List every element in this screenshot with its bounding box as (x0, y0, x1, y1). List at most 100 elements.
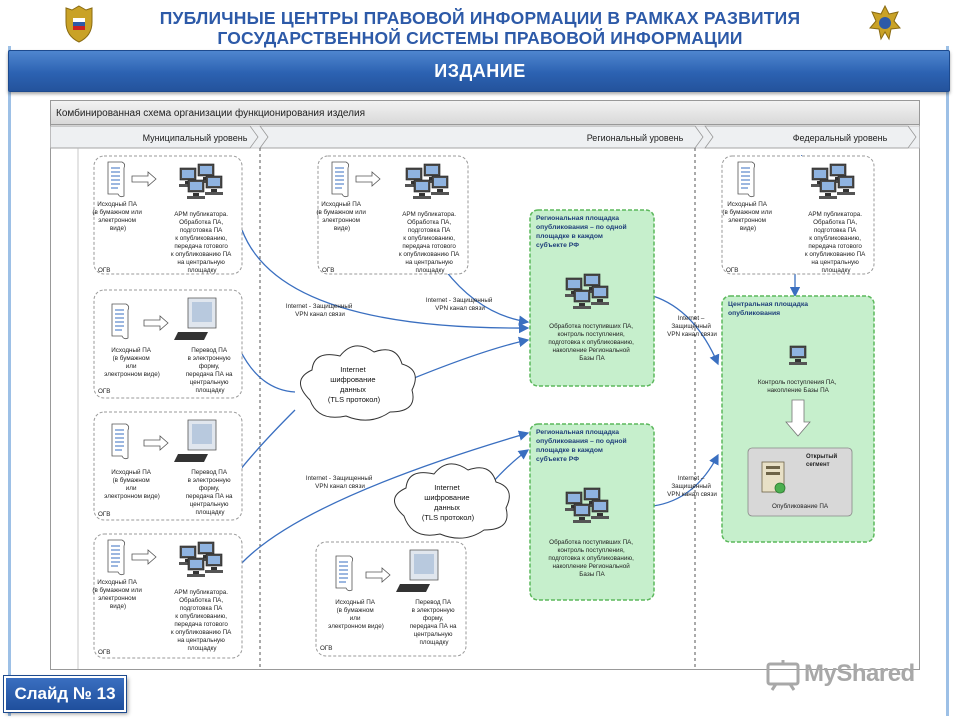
regional-title-line: Региональная площадка (536, 215, 619, 222)
frame-left (8, 46, 11, 716)
central-title-line: Центральная площадка (728, 301, 808, 308)
watermark: MyShared (766, 656, 926, 692)
ogv-block-arm-2: Исходный ПА (в бумажном или электронном … (92, 533, 243, 659)
src-doc-line: Исходный ПА (335, 598, 376, 606)
cloud-line: (TLS протокол) (422, 513, 475, 522)
regional-proc-line: Базы ПА (579, 571, 605, 578)
src-doc-line: (в бумажном (113, 354, 150, 362)
regional-title-line: опубликования – по одной (536, 437, 627, 445)
transfer-line: в электронную (188, 355, 231, 362)
page-title-line1: ПУБЛИЧНЫЕ ЦЕНТРЫ ПРАВОВОЙ ИНФОРМАЦИИ В Р… (159, 8, 801, 28)
src-doc-line: виде) (110, 603, 126, 610)
ogv-block-arm-federal: Исходный ПА (в бумажном или электронном … (721, 155, 875, 275)
arm-line: Обработка ПА, (813, 218, 857, 226)
src-doc-line: электронном (98, 217, 136, 224)
arm-line: Обработка ПА, (179, 596, 223, 604)
arm-line: АРМ публикатора. (174, 588, 228, 596)
svg-text:Перевод ПА в электронную: Перевод ПА в электронную форму, передача… (410, 599, 459, 646)
src-doc-line: электронном виде) (328, 623, 384, 630)
svg-text:Обработка поступивших ПА,: Обработка поступивших ПА, контроль посту… (548, 322, 635, 362)
vpn-label-5: Internet – Защищенный VPN канал связи (667, 475, 717, 498)
src-doc-line: виде) (110, 225, 126, 232)
ogv-label: ОГВ (98, 388, 111, 395)
regional-proc-line: контроль поступления, (558, 331, 625, 338)
transfer-line: площадку (420, 639, 450, 646)
arm-line: передача готового (174, 243, 228, 250)
diagram: Комбинированная схема организации функци… (50, 100, 920, 670)
src-doc-line: виде) (334, 225, 350, 232)
arm-line: Обработка ПА, (179, 218, 223, 226)
svg-text:Контроль поступления ПА,: Контроль поступления ПА, накопление Базы… (758, 379, 838, 394)
transfer-line: центральную (414, 631, 453, 638)
src-doc-line: Исходный ПА (321, 200, 362, 208)
src-doc-line: Исходный ПА (111, 468, 152, 476)
arm-line: АРМ публикатора. (808, 210, 862, 218)
svg-text:Исходный ПА (в бумажном: Исходный ПА (в бумажном или электронном … (92, 578, 143, 610)
regional-title-line: площадке в каждом (536, 447, 603, 454)
transfer-line: форму, (199, 363, 220, 370)
svg-text:Internet шифрование: Internet шифрование данных (TLS протокол… (328, 365, 381, 404)
src-doc-line: (в бумажном (113, 476, 150, 484)
transfer-line: Перевод ПА (415, 599, 452, 606)
cloud-line: Internet (434, 483, 460, 492)
central-control-line: накопление Базы ПА (767, 387, 829, 394)
svg-text:Региональная площадка оп: Региональная площадка опубликования – по… (536, 215, 629, 249)
arm-line: Обработка ПА, (407, 218, 451, 226)
transfer-line: форму, (423, 615, 444, 622)
src-doc-line: (в бумажном или (92, 208, 142, 216)
ogv-label: ОГВ (98, 649, 111, 656)
open-segment-line: сегмент (806, 462, 830, 468)
arm-line: к опубликованию ПА (171, 250, 232, 258)
regional-title-line: площадке в каждом (536, 233, 603, 240)
internet-cloud-2: Internet шифрование данных (TLS протокол… (394, 463, 510, 539)
svg-text:Открытый сегмент: Открытый сегмент (806, 453, 839, 468)
ogv-block-arm-regional: Исходный ПА (в бумажном или электронном … (316, 155, 469, 275)
svg-text:Исходный ПА (в бумажном: Исходный ПА (в бумажном или электронном … (92, 200, 143, 232)
section-banner: ИЗДАНИЕ (8, 50, 950, 92)
level-federal: Федеральный уровень (793, 133, 888, 143)
transfer-line: в электронную (188, 477, 231, 484)
level-regional: Региональный уровень (587, 133, 684, 143)
arm-line: к опубликованию, (809, 234, 861, 242)
src-doc-line: (в бумажном или (92, 586, 142, 594)
regional-proc-line: подготовка к опубликованию, (548, 554, 634, 562)
cloud-line: Internet (340, 365, 366, 374)
arm-line: подготовка ПА (408, 227, 451, 234)
arm-line: площадку (416, 267, 446, 274)
vpn-label-3: Internet - Защищенный VPN канал связи (306, 474, 374, 490)
slide-number-badge: Слайд № 13 (4, 676, 126, 712)
arm-line: передача готового (174, 621, 228, 628)
src-doc-line: электронном виде) (104, 493, 160, 500)
arm-line: подготовка ПА (180, 227, 223, 234)
svg-text:АРМ публикатора. Обработ: АРМ публикатора. Обработка ПА, подготовк… (805, 210, 867, 274)
regional-title-line: опубликования – по одной (536, 223, 627, 231)
src-doc-line: (в бумажном или (722, 208, 772, 216)
cloud-line: шифрование (424, 493, 469, 502)
regional-proc-line: Базы ПА (579, 355, 605, 362)
svg-text:Центральная площадка опу: Центральная площадка опубликования (728, 301, 810, 317)
frame-right (946, 46, 949, 716)
arm-line: АРМ публикатора. (402, 210, 456, 218)
transfer-line: Перевод ПА (191, 469, 228, 476)
ogv-label: ОГВ (98, 267, 111, 274)
svg-text:Перевод ПА в электронную: Перевод ПА в электронную форму, передача… (186, 347, 235, 394)
src-doc-line: Исходный ПА (97, 200, 138, 208)
transfer-line: передача ПА на (186, 371, 233, 378)
page-title: ПУБЛИЧНЫЕ ЦЕНТРЫ ПРАВОВОЙ ИНФОРМАЦИИ В Р… (120, 8, 840, 48)
internet-cloud-1: Internet шифрование данных (TLS протокол… (300, 345, 416, 421)
transfer-line: центральную (190, 379, 229, 386)
ogv-label: ОГВ (726, 267, 739, 274)
regional-proc-line: контроль поступления, (558, 547, 625, 554)
ogv-block-transfer-2: Исходный ПА (в бумажном или электронном … (93, 411, 243, 521)
ogv-label: ОГВ (98, 511, 111, 518)
svg-text:АРМ публикатора. Обработ: АРМ публикатора. Обработка ПА, подготовк… (399, 210, 461, 274)
ogv-block-arm-1: Исходный ПА (в бумажном или электронном … (92, 155, 243, 275)
transfer-line: передача ПА на (186, 493, 233, 500)
central-platform: Центральная площадка опубликования Контр… (721, 295, 875, 543)
arm-line: АРМ публикатора. (174, 210, 228, 218)
diagram-title: Комбинированная схема организации функци… (56, 107, 365, 119)
page-title-line2: ГОСУДАРСТВЕННОЙ СИСТЕМЫ ПРАВОВОЙ ИНФОРМА… (217, 28, 743, 48)
arm-line: на центральную (177, 637, 225, 644)
regional-title-line: субъекте РФ (536, 455, 579, 463)
svg-text:Обработка поступивших ПА,: Обработка поступивших ПА, контроль посту… (548, 538, 635, 578)
